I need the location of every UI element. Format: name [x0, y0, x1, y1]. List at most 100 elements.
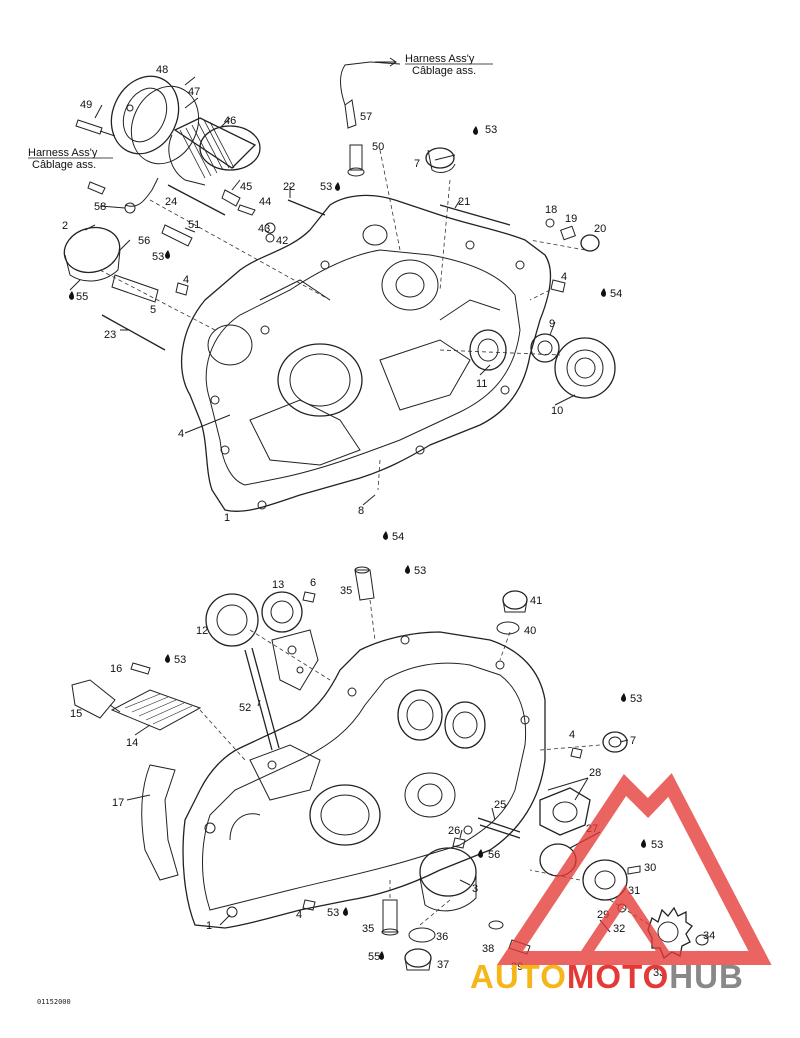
oil-drop-icon — [382, 531, 388, 540]
part-number: 42 — [276, 235, 288, 247]
part-number: 53 — [485, 124, 497, 136]
part-number: 8 — [358, 505, 364, 517]
part-number: 56 — [138, 235, 150, 247]
part-number: 3 — [472, 883, 478, 895]
part-number: 6 — [310, 577, 316, 589]
part-number: 2 — [62, 220, 68, 232]
part-number: 17 — [112, 797, 124, 809]
part-number: 7 — [414, 158, 420, 170]
harness-label-left-line1: Harness Ass'y — [28, 147, 98, 159]
oil-drop-icon — [477, 849, 483, 858]
part-number: 35 — [362, 923, 374, 935]
part-number: 11 — [476, 378, 487, 390]
part-number: 37 — [437, 959, 449, 971]
part-number: 40 — [524, 625, 536, 637]
part-number: 57 — [360, 111, 372, 123]
watermark-text-hub: HUB — [669, 958, 744, 995]
part-number: 56 — [488, 849, 500, 861]
svg-text:AUTOMOTOHUB: AUTOMOTOHUB — [470, 958, 744, 995]
part-number: 4 — [569, 729, 575, 741]
part-number: 4 — [561, 271, 567, 283]
part-number: 21 — [458, 196, 470, 208]
part-number: 31 — [628, 885, 640, 897]
oil-drop-icon — [620, 693, 626, 702]
part-number: 4 — [178, 428, 184, 440]
oil-drop-icon — [472, 126, 478, 135]
part-number: 1 — [224, 512, 230, 524]
part-number: 49 — [80, 99, 92, 111]
oil-drop-icon — [640, 839, 646, 848]
part-number: 9 — [549, 318, 555, 330]
oil-drop-icons — [68, 126, 646, 960]
harness-label-top: Harness Ass'y Câblage ass. — [375, 53, 493, 77]
oil-drop-icon — [334, 182, 340, 191]
part-number: 54 — [392, 531, 404, 543]
part-number: 46 — [224, 115, 236, 127]
part-number: 43 — [258, 223, 270, 235]
part-callouts-lower: 13 6 35 53 41 40 12 16 53 52 15 14 53 7 … — [70, 565, 715, 979]
watermark-text-auto: AUTO — [470, 958, 567, 995]
harness-label-left: Harness Ass'y Câblage ass. — [28, 147, 113, 171]
part-number: 50 — [372, 141, 384, 153]
part-number: 55 — [368, 951, 380, 963]
part-number: 32 — [613, 923, 625, 935]
harness-label-left-line2: Câblage ass. — [32, 159, 96, 171]
part-number: 53 — [414, 565, 426, 577]
part-number: 15 — [70, 708, 82, 720]
part-number: 28 — [589, 767, 601, 779]
oil-drop-icon — [68, 291, 74, 300]
part-number: 44 — [259, 196, 271, 208]
part-number: 26 — [448, 825, 460, 837]
part-number: 23 — [104, 329, 116, 341]
part-number: 1 — [206, 920, 212, 932]
oil-drop-icon — [164, 250, 170, 259]
harness-label-top-line1: Harness Ass'y — [405, 53, 475, 65]
part-number: 24 — [165, 196, 177, 208]
oil-drop-icon — [164, 654, 170, 663]
oil-drop-icon — [378, 951, 384, 960]
part-number: 54 — [610, 288, 622, 300]
part-number: 13 — [272, 579, 284, 591]
part-number: 19 — [565, 213, 577, 225]
part-number: 55 — [76, 291, 88, 303]
automotohub-watermark: AUTOMOTOHUB — [470, 773, 772, 995]
part-number: 30 — [644, 862, 656, 874]
part-number: 38 — [482, 943, 494, 955]
part-number: 48 — [156, 64, 168, 76]
part-number: 45 — [240, 181, 252, 193]
part-number: 25 — [494, 799, 506, 811]
part-number: 35 — [340, 585, 352, 597]
part-number: 51 — [188, 219, 200, 231]
oil-drop-icon — [600, 288, 606, 297]
part-number: 7 — [630, 735, 636, 747]
part-number: 53 — [174, 654, 186, 666]
part-number: 22 — [283, 181, 295, 193]
upper-crankcase-drawing — [63, 61, 616, 512]
part-number: 53 — [651, 839, 663, 851]
part-number: 12 — [196, 625, 208, 637]
part-number: 41 — [530, 595, 542, 607]
harness-label-top-line2: Câblage ass. — [412, 65, 476, 77]
part-number: 53 — [630, 693, 642, 705]
part-number: 4 — [296, 909, 302, 921]
part-number: 18 — [545, 204, 557, 216]
part-number: 53 — [327, 907, 339, 919]
part-number: 58 — [94, 201, 106, 213]
part-callouts-upper: 48 47 46 49 50 57 53 7 53 45 44 22 24 43… — [62, 64, 622, 543]
part-number: 47 — [188, 86, 200, 98]
part-number: 4 — [183, 274, 189, 286]
part-number: 10 — [551, 405, 563, 417]
part-number: 20 — [594, 223, 606, 235]
watermark-text-moto: MOTO — [567, 958, 669, 995]
part-number: 36 — [436, 931, 448, 943]
part-number: 34 — [703, 930, 715, 942]
part-number: 53 — [320, 181, 332, 193]
part-number: 5 — [150, 304, 156, 316]
part-number: 52 — [239, 702, 251, 714]
lower-crankcase-drawing — [71, 566, 709, 971]
oil-drop-icon — [404, 565, 410, 574]
part-number: 16 — [110, 663, 122, 675]
oil-drop-icon — [342, 907, 348, 916]
part-number: 33 — [653, 967, 665, 979]
